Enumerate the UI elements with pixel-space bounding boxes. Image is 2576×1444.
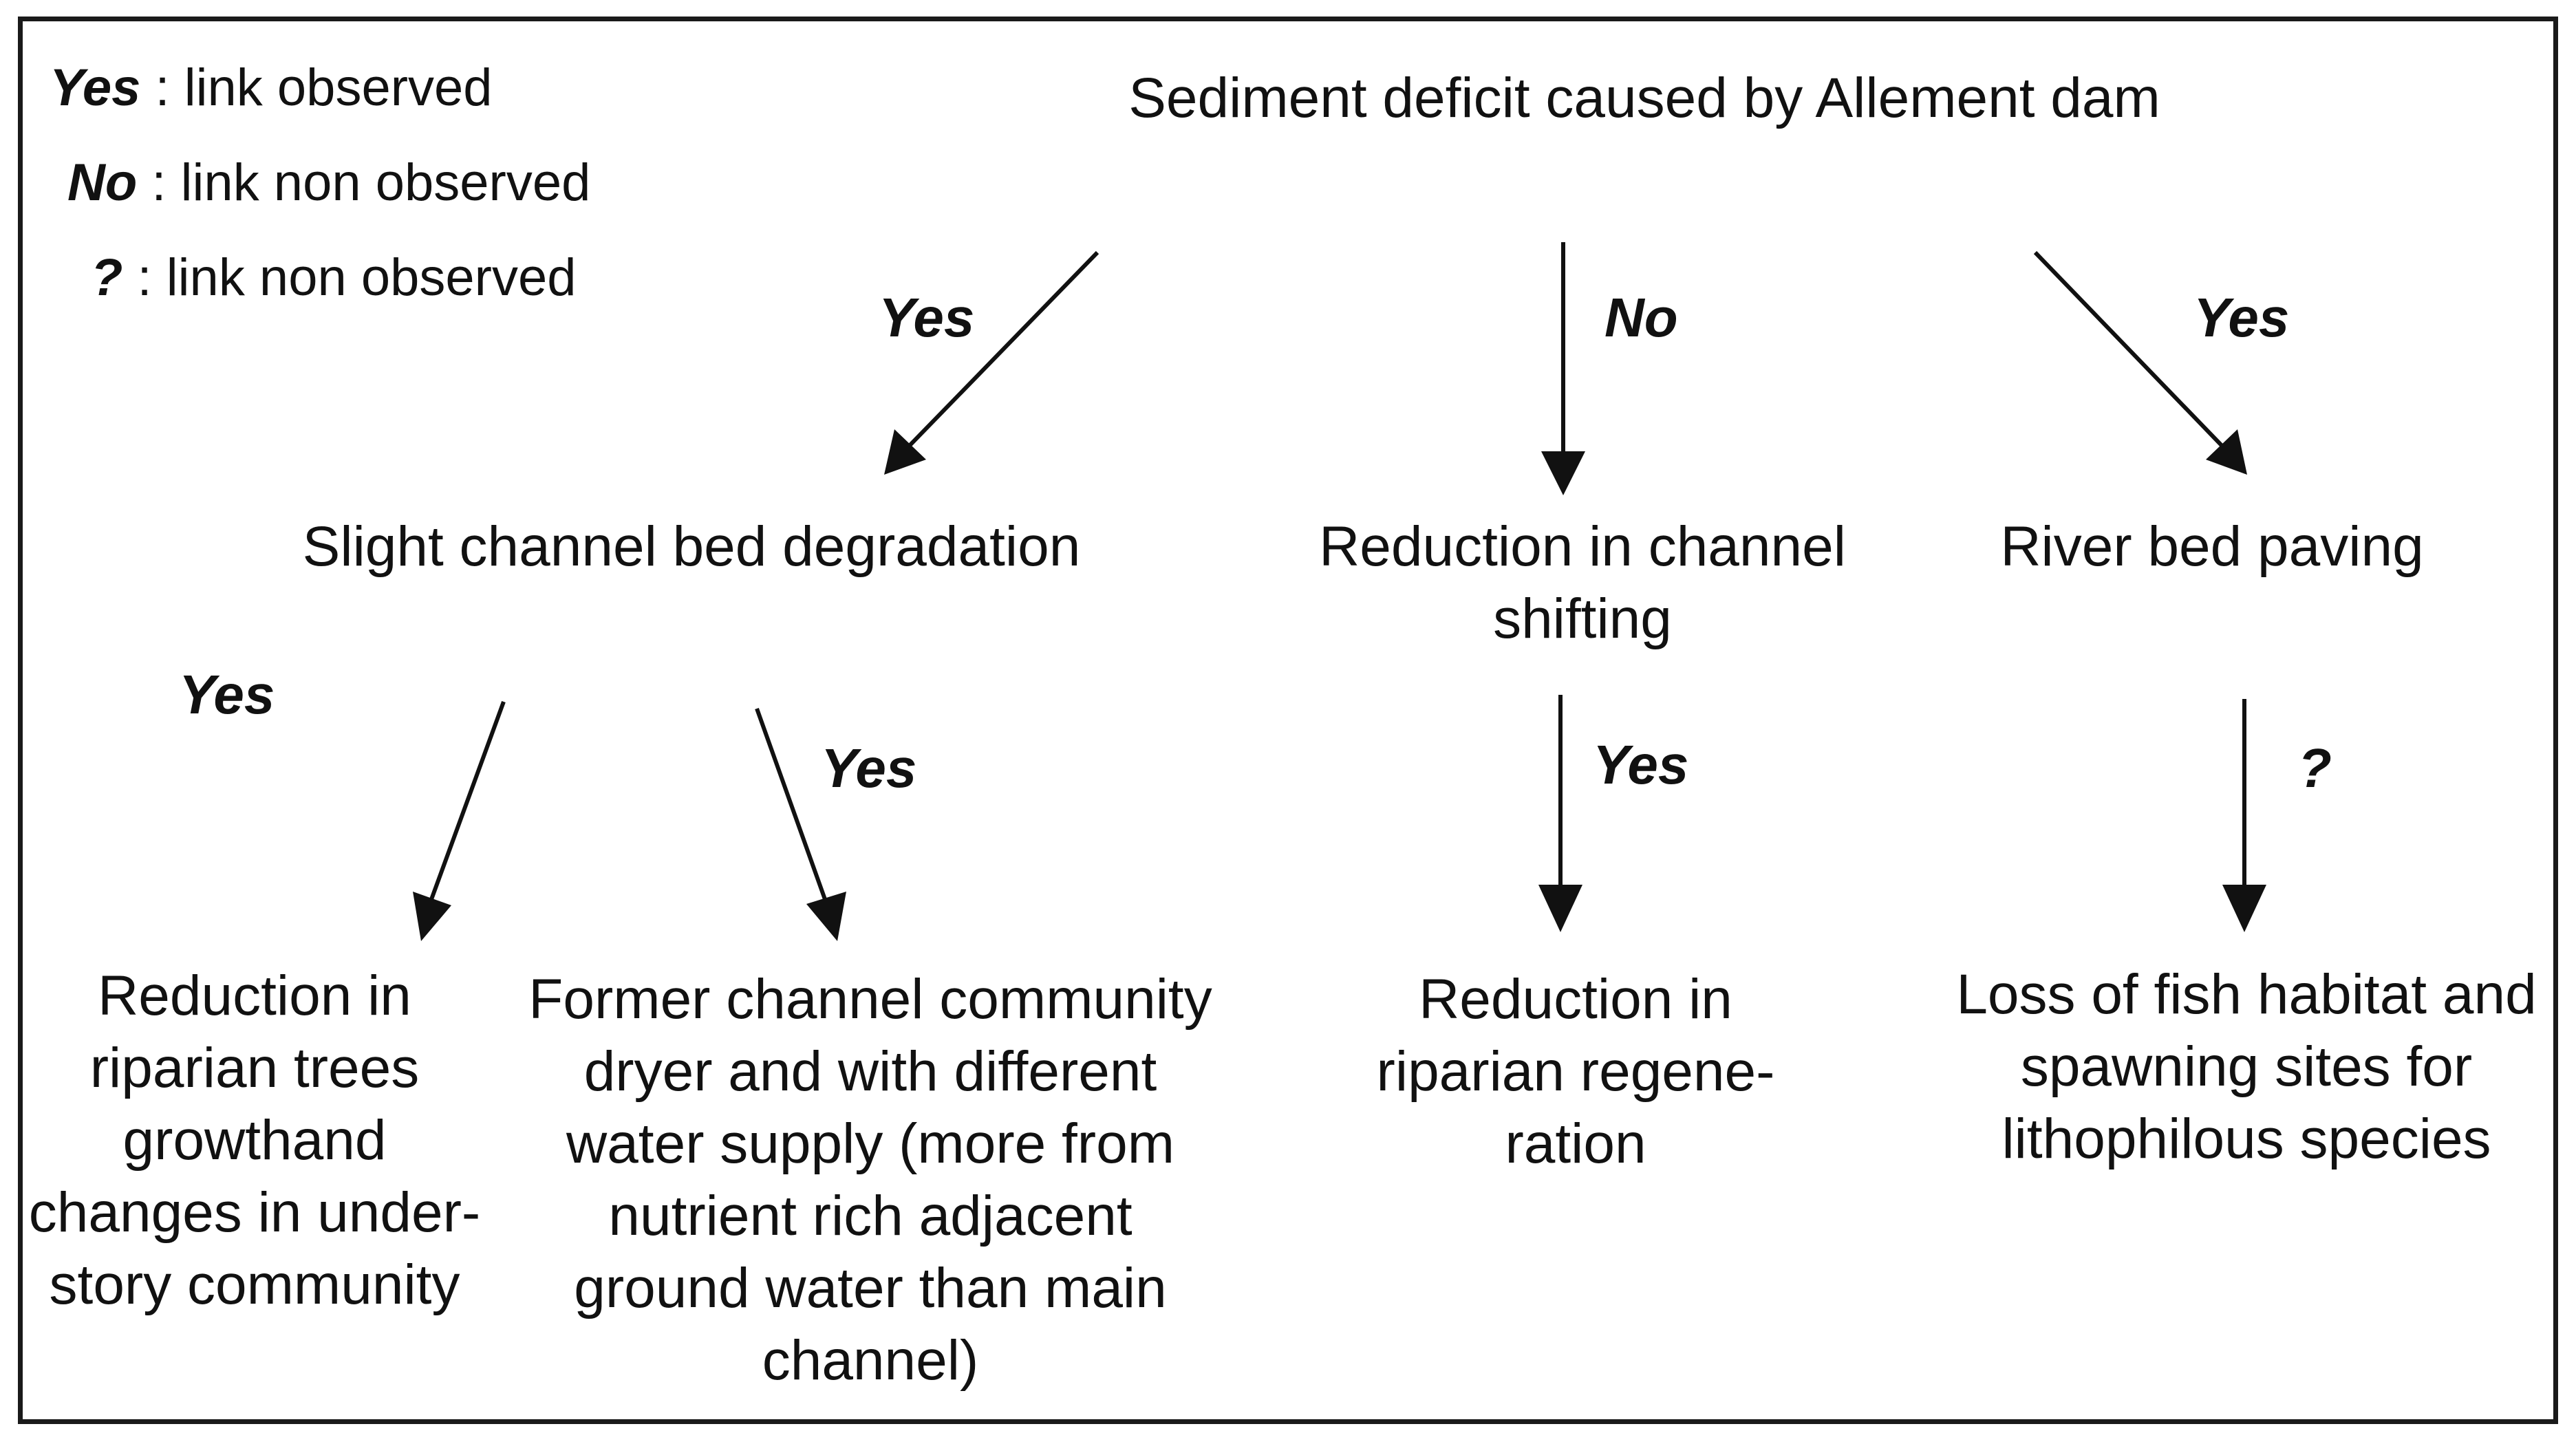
link-label-shifting-regeneration: Yes — [1593, 734, 1689, 795]
node-paving: River bed paving — [2000, 515, 2424, 578]
node-former-channel: Former channel community dryer and with … — [528, 968, 1212, 1392]
node-degradation: Slight channel bed degradation — [302, 515, 1081, 578]
diagram-frame — [18, 17, 2558, 1424]
link-label-root-degradation: Yes — [879, 287, 975, 348]
legend-item-no: No : link non observed — [67, 157, 590, 209]
arrowhead-degradation-former-channel — [806, 892, 846, 941]
legend-item-unknown: ? : link non observed — [91, 252, 577, 304]
legend-text-unknown: : link non observed — [122, 248, 577, 307]
arrow-degradation-trees — [429, 700, 506, 903]
link-label-degradation-trees: Yes — [179, 664, 275, 725]
link-label-root-paving: Yes — [2193, 287, 2290, 348]
legend-key-no: No — [67, 153, 138, 212]
node-shifting: Reduction in channel shifting — [1319, 515, 1846, 650]
arrowhead-root-degradation — [884, 429, 926, 475]
legend-text-yes: : link observed — [140, 58, 493, 117]
link-label-degradation-former-channel: Yes — [821, 737, 917, 799]
legend-item-yes: Yes : link observed — [50, 62, 493, 114]
arrow-degradation-former-channel — [755, 707, 828, 903]
node-trees: Reduction in riparian trees growthand ch… — [28, 965, 481, 1316]
link-label-paving-fish: ? — [2298, 737, 2332, 799]
arrowhead-root-shifting — [1541, 451, 1585, 495]
node-root: Sediment deficit caused by Allement dam — [1128, 67, 2160, 129]
arrowhead-root-paving — [2206, 429, 2247, 475]
arrow-root-degradation — [898, 250, 1099, 457]
node-regeneration: Reduction in riparian regene- ration — [1376, 968, 1775, 1175]
arrowhead-degradation-trees — [413, 892, 451, 941]
node-fish: Loss of fish habitat and spawning sites … — [1956, 963, 2537, 1170]
link-label-root-shifting: No — [1604, 287, 1678, 348]
arrowhead-shifting-regeneration — [1538, 885, 1582, 932]
arrowhead-paving-fish — [2222, 885, 2266, 932]
arrow-root-paving — [2033, 250, 2233, 457]
legend-key-yes: Yes — [50, 58, 141, 117]
legend-key-unknown: ? — [91, 248, 123, 307]
legend-text-no: : link non observed — [137, 153, 591, 212]
